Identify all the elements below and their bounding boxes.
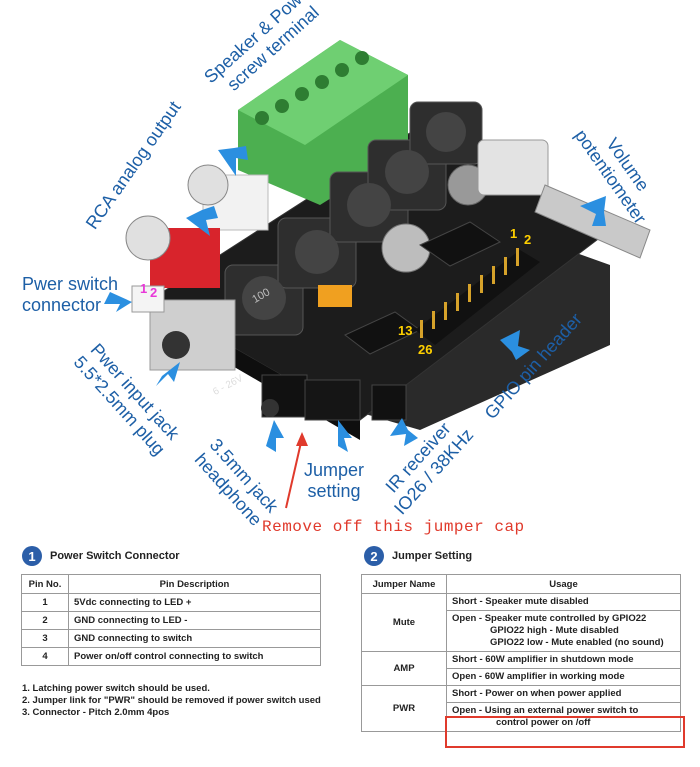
switch-pin-1-label: 1 bbox=[140, 281, 148, 296]
pwr-short: Short - Power on when power applied bbox=[446, 685, 681, 703]
power-switch-table: Pin No. Pin Description 1 5Vdc connectin… bbox=[21, 574, 321, 666]
table-header-row: Pin No. Pin Description bbox=[21, 574, 321, 594]
col-pin-desc: Pin Description bbox=[68, 574, 321, 594]
table-row: Mute Short - Speaker mute disabled bbox=[361, 593, 681, 652]
pin-desc: 5Vdc connecting to LED + bbox=[68, 593, 321, 612]
pin-13-label: 13 bbox=[398, 323, 413, 338]
mute-open: Open - Speaker mute controlled by GPIO22… bbox=[446, 610, 681, 652]
switch-pin-2-label: 2 bbox=[150, 285, 158, 300]
amp-chip bbox=[418, 221, 502, 267]
mute-short: Short - Speaker mute disabled bbox=[446, 593, 681, 611]
note-item: 1. Latching power switch should be used. bbox=[22, 683, 210, 694]
table-row: 2 GND connecting to LED - bbox=[21, 611, 321, 630]
table-row: 4 Power on/off control connecting to swi… bbox=[21, 647, 321, 666]
pin-no: 3 bbox=[21, 629, 69, 648]
mute-open-line3: GPIO22 low - Mute enabled (no sound) bbox=[490, 637, 664, 648]
gpio-header bbox=[415, 248, 540, 345]
pin-no: 2 bbox=[21, 611, 69, 630]
inductor-cores bbox=[242, 112, 466, 320]
capacitor bbox=[381, 223, 431, 273]
table-row: 3 GND connecting to switch bbox=[21, 629, 321, 648]
pin-desc: GND connecting to LED - bbox=[68, 611, 321, 630]
pwr-open-highlight bbox=[445, 716, 685, 748]
pin-desc: GND connecting to switch bbox=[68, 629, 321, 648]
table-row: AMP Short - 60W amplifier in shutdown mo… bbox=[361, 651, 681, 686]
ir-receiver bbox=[371, 384, 407, 421]
remove-jumper-note: Remove off this jumper cap bbox=[262, 518, 525, 536]
amp-open: Open - 60W amplifier in working mode bbox=[446, 668, 681, 686]
amp-short: Short - 60W amplifier in shutdown mode bbox=[446, 651, 681, 669]
col-pin-no: Pin No. bbox=[21, 574, 69, 594]
table-row: 1 5Vdc connecting to LED + bbox=[21, 593, 321, 612]
pin-2-label: 2 bbox=[524, 232, 532, 247]
jumper-line2: setting bbox=[307, 480, 361, 501]
mute-open-line1: Open - Speaker mute controlled by GPIO22 bbox=[452, 613, 647, 624]
col-jumper-name: Jumper Name bbox=[361, 574, 447, 594]
jumper-setting-table: Jumper Name Usage Mute Short - Speaker m… bbox=[361, 574, 681, 732]
mute-open-line2: GPIO22 high - Mute disabled bbox=[490, 625, 619, 636]
tantalum-cap bbox=[318, 285, 352, 307]
pin-desc: Power on/off control connecting to switc… bbox=[68, 647, 321, 666]
terminal-top bbox=[238, 40, 408, 145]
terminal-screws bbox=[255, 51, 369, 125]
jumper-name-amp: AMP bbox=[361, 651, 447, 686]
table-row: Open - Speaker mute controlled by GPIO22… bbox=[362, 610, 681, 652]
note-item: 2. Jumper link for "PWR" should be remov… bbox=[22, 695, 321, 706]
section1-notes: 1. Latching power switch should be used.… bbox=[22, 683, 321, 719]
note-item: 3. Connector - Pitch 2.0mm 4pos bbox=[22, 707, 170, 718]
switch-connector bbox=[131, 285, 165, 313]
section1-title: Power Switch Connector bbox=[50, 550, 180, 562]
power-switch-label: Pwer switch connector bbox=[22, 274, 118, 315]
jumper-label: Jumper setting bbox=[304, 460, 364, 501]
jumper-name-pwr: PWR bbox=[361, 685, 447, 732]
section1-header: 1 Power Switch Connector bbox=[22, 546, 180, 566]
power-switch-line2: connector bbox=[22, 294, 102, 315]
pin-26-label: 26 bbox=[418, 342, 433, 357]
jumper-name-mute: Mute bbox=[361, 593, 447, 652]
callout-arrows bbox=[104, 146, 606, 452]
table-row: PWR Short - Power on when power applied bbox=[361, 685, 681, 732]
pwr-open-line2: control power on /off bbox=[496, 717, 591, 728]
pwr-open-line1: Open - Using an external power switch to bbox=[452, 705, 639, 716]
board-illustration bbox=[104, 40, 651, 509]
power-switch-line1: Pwer switch bbox=[22, 274, 119, 294]
jumper-line1: Jumper bbox=[304, 460, 365, 480]
pin-1-label: 1 bbox=[510, 226, 518, 241]
section2-header: 2 Jumper Setting bbox=[364, 546, 472, 566]
pin-no: 1 bbox=[21, 593, 69, 612]
pin-no: 4 bbox=[21, 647, 69, 666]
jumper-block bbox=[304, 379, 361, 421]
section1-number: 1 bbox=[22, 546, 42, 566]
red-arrow bbox=[285, 437, 303, 509]
section2-title: Jumper Setting bbox=[392, 550, 473, 562]
potentiometer bbox=[477, 139, 651, 259]
col-usage: Usage bbox=[446, 574, 681, 594]
table-header-row: Jumper Name Usage bbox=[361, 574, 681, 594]
section2-number: 2 bbox=[364, 546, 384, 566]
